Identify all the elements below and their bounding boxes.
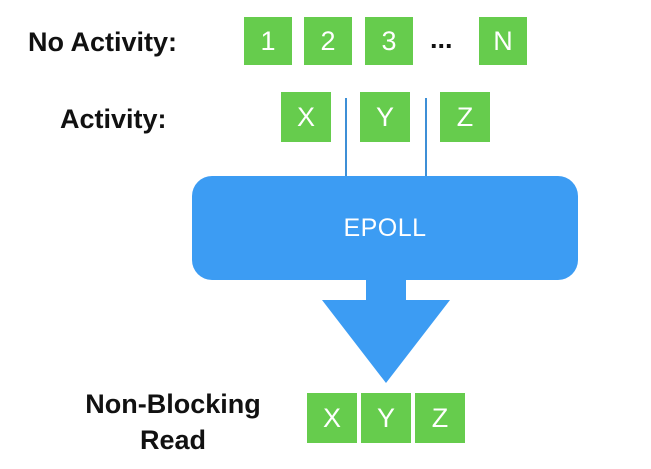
output-box-y: Y bbox=[361, 393, 411, 443]
epoll-block: EPOLL bbox=[192, 176, 578, 280]
no-activity-box-3: 3 bbox=[365, 17, 413, 65]
activity-box-z: Z bbox=[440, 92, 490, 142]
non-blocking-read-line1: Non-Blocking bbox=[85, 389, 261, 419]
no-activity-box-1: 1 bbox=[244, 17, 292, 65]
activity-label: Activity: bbox=[60, 104, 167, 134]
activity-box-y: Y bbox=[360, 92, 410, 142]
activity-box-x: X bbox=[281, 92, 331, 142]
connector-line-right bbox=[425, 98, 427, 178]
output-box-z: Z bbox=[415, 393, 465, 443]
output-box-x: X bbox=[307, 393, 357, 443]
no-activity-label: No Activity: bbox=[28, 27, 178, 57]
no-activity-ellipsis: ... bbox=[430, 24, 453, 54]
connector-line-left bbox=[345, 98, 347, 178]
non-blocking-read-line2: Read bbox=[139, 425, 207, 455]
down-arrow-shape bbox=[322, 278, 450, 383]
no-activity-box-n: N bbox=[479, 17, 527, 65]
no-activity-box-2: 2 bbox=[304, 17, 352, 65]
epoll-label: EPOLL bbox=[343, 213, 427, 242]
non-blocking-read-label: Non-Blocking Read bbox=[68, 386, 278, 458]
